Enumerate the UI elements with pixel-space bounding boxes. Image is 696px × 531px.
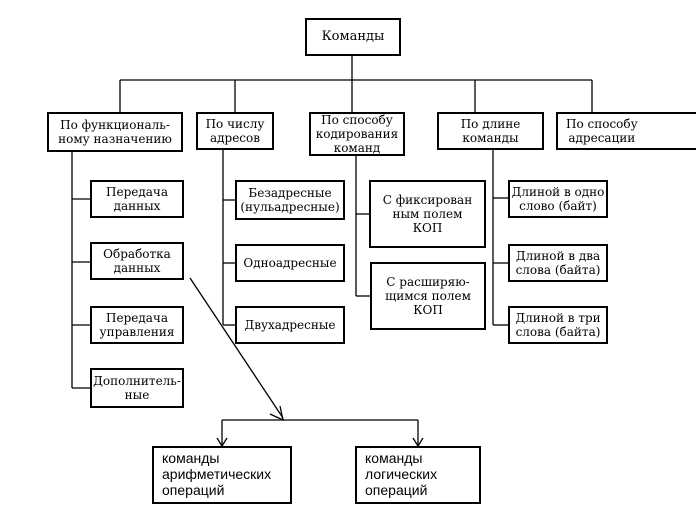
subtype-logical: команды логических операций bbox=[355, 446, 481, 504]
len-item-3: Длиной в три слова (байта) bbox=[508, 306, 608, 344]
category-code: По способу кодирования команд bbox=[309, 112, 405, 156]
subtype-arithmetic: команды арифметических операций bbox=[152, 446, 292, 504]
len-item-2: Длиной в два слова (байта) bbox=[508, 244, 608, 282]
code-item-2: С расширяю- щимся полем КОП bbox=[370, 262, 486, 330]
addr-item-3: Двухадресные bbox=[235, 306, 345, 344]
addr-item-2: Одноадресные bbox=[235, 244, 345, 282]
code-item-1: С фиксирован ным полем КОП bbox=[369, 180, 486, 248]
func-item-3: Передача управления bbox=[90, 306, 184, 344]
func-item-4: Дополнитель- ные bbox=[90, 368, 184, 408]
addr-item-1: Безадресные (нульадресные) bbox=[235, 180, 345, 220]
category-mode: По способу адресации bbox=[556, 112, 696, 150]
processing-arrow-line bbox=[189, 277, 284, 419]
func-item-2: Обработка данных bbox=[90, 242, 184, 280]
len-item-1: Длиной в одно слово (байт) bbox=[508, 180, 608, 218]
category-func: По функциональ- ному назначению bbox=[47, 112, 183, 152]
root-node: Команды bbox=[305, 18, 401, 56]
category-addr: По числу адресов bbox=[196, 112, 274, 150]
category-len: По длине команды bbox=[437, 112, 544, 150]
func-item-1: Передача данных bbox=[90, 180, 184, 218]
